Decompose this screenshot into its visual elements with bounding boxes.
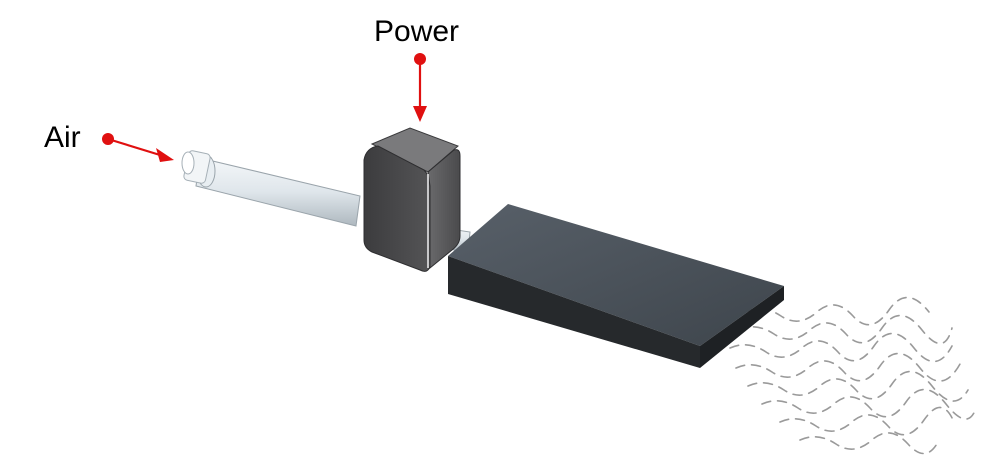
air-label: Air: [44, 121, 81, 154]
air-tube: [181, 150, 361, 227]
power-arrow: [413, 53, 427, 122]
airflow-lines: [729, 296, 977, 455]
power-housing: [363, 127, 461, 272]
air-knife-nozzle: [448, 204, 784, 368]
power-label: Power: [374, 15, 460, 48]
air-arrow: [102, 133, 174, 162]
